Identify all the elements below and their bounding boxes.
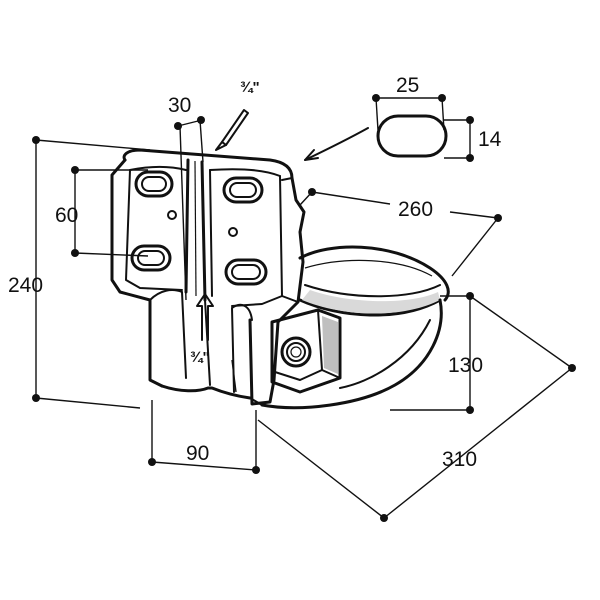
dimension-240: 240 bbox=[8, 274, 43, 297]
dimension-310: 310 bbox=[442, 448, 477, 471]
slot-detail bbox=[376, 114, 448, 158]
dimension-260: 260 bbox=[398, 198, 433, 221]
dimension-25: 25 bbox=[396, 74, 419, 97]
dimension-60: 60 bbox=[55, 204, 78, 227]
dimension-90: 90 bbox=[186, 442, 209, 465]
dimension-top-pipe: ¾" bbox=[240, 79, 260, 96]
dimension-30: 30 bbox=[168, 94, 191, 117]
mounting-bracket bbox=[110, 148, 306, 406]
valve-housing bbox=[270, 308, 342, 394]
detail-arrow bbox=[304, 127, 369, 161]
dimension-14: 14 bbox=[478, 128, 502, 151]
dimension-bottom-pipe: ¾" bbox=[190, 349, 210, 366]
dimension-lines bbox=[32, 94, 576, 522]
mounting-slots bbox=[130, 170, 268, 286]
bowl-body bbox=[249, 245, 450, 410]
bottom-inlet-arrow bbox=[196, 293, 214, 341]
dimension-130: 130 bbox=[448, 354, 483, 377]
top-inlet-arrow bbox=[215, 109, 249, 151]
